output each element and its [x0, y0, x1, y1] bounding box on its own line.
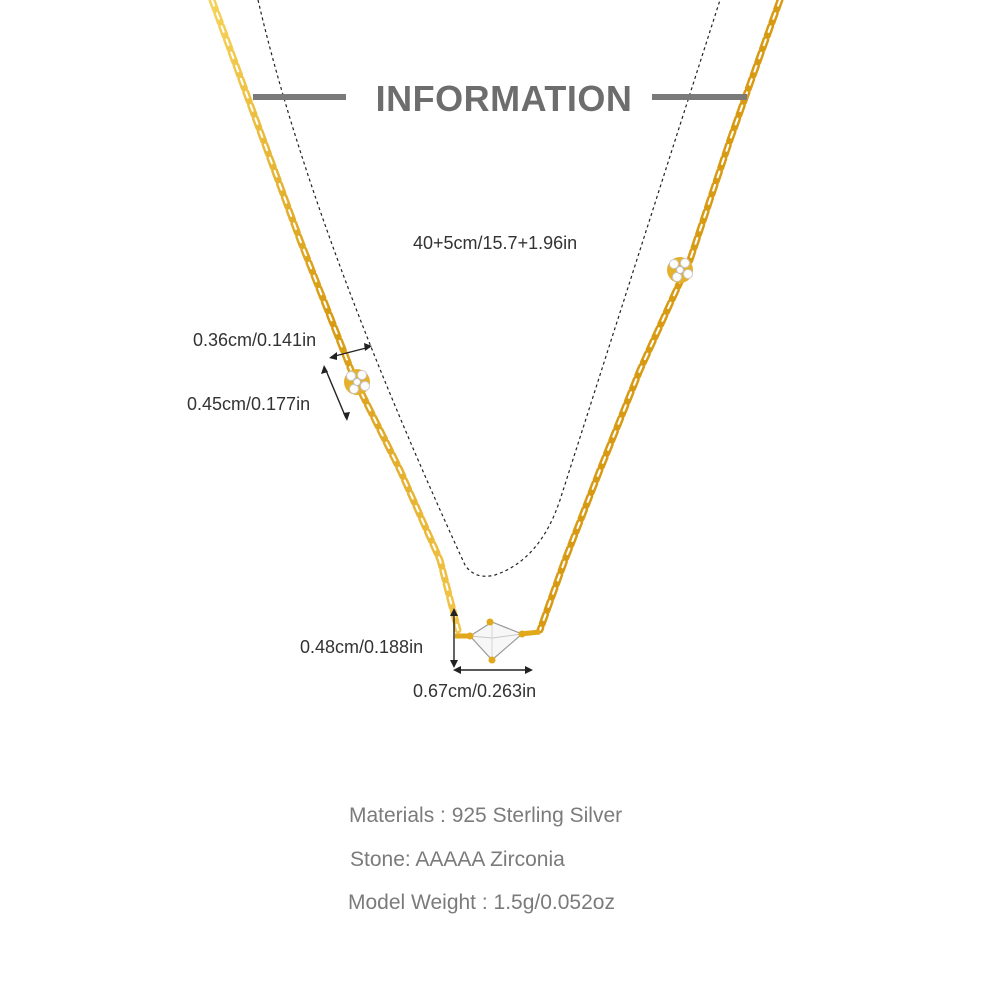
- spec-weight: Model Weight : 1.5g/0.052oz: [348, 891, 615, 914]
- page-heading: INFORMATION: [375, 78, 633, 119]
- small-charm-height-label: 0.45cm/0.177in: [187, 394, 311, 414]
- spec-stone: Stone: AAAAA Zirconia: [350, 848, 565, 871]
- spec-materials: Materials : 925 Sterling Silver: [349, 804, 623, 827]
- heading-rule-left: [253, 94, 346, 100]
- kite-pendant: [455, 618, 541, 664]
- flower-charm-left: [344, 369, 370, 395]
- length-guide-dashed-line: [257, 0, 721, 577]
- pendant-height-label: 0.48cm/0.188in: [300, 637, 424, 657]
- chain-length-label: 40+5cm/15.7+1.96in: [413, 233, 578, 253]
- dimension-arrows: [321, 343, 533, 674]
- heading-rule-right: [652, 94, 747, 100]
- flower-charm-right: [667, 257, 693, 283]
- pendant-width-label: 0.67cm/0.263in: [413, 681, 537, 701]
- small-charm-width-label: 0.36cm/0.141in: [193, 330, 317, 350]
